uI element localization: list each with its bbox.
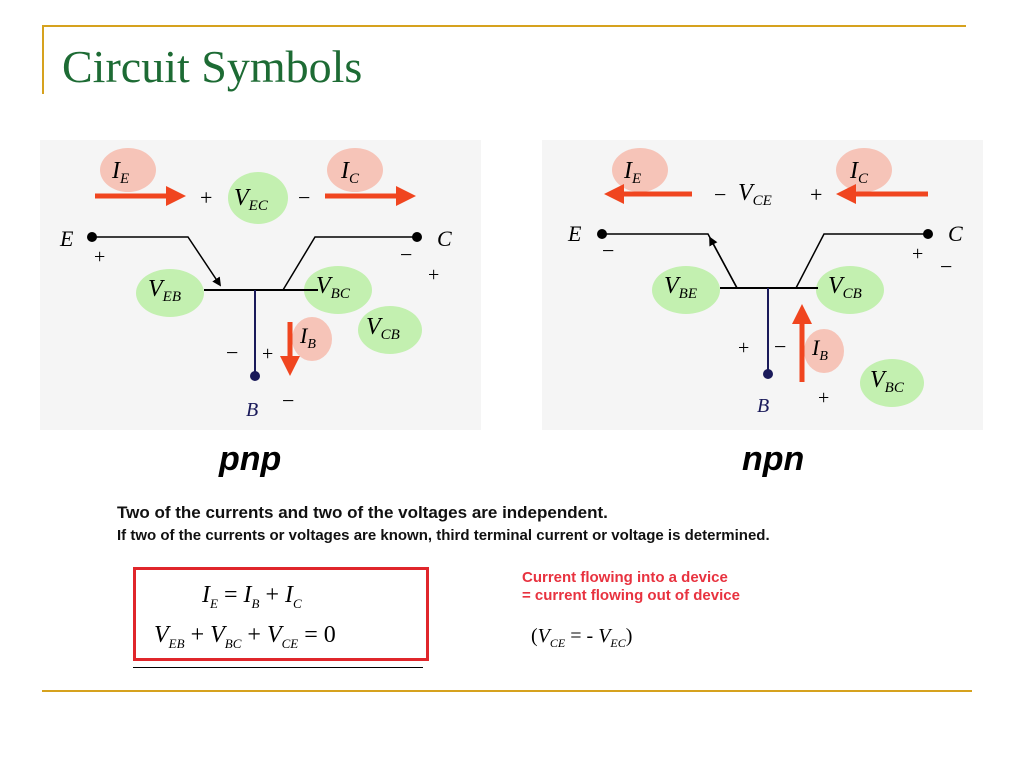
npn-vce-label: VCE <box>738 180 772 209</box>
vcb-bubble <box>816 266 884 314</box>
pnp-c-plus: + <box>428 264 439 286</box>
pnp-vcb-label: VCB <box>366 314 400 343</box>
npn-vce-plus: + <box>810 182 822 207</box>
pnp-e-plus: + <box>94 246 105 268</box>
vec-bubble <box>228 172 288 224</box>
determination-note: If two of the currents or voltages are k… <box>117 527 770 544</box>
pnp-b-left-plus: + <box>262 343 273 365</box>
npn-terminal-c: C <box>948 221 963 246</box>
pnp-vec-label: VEC <box>234 185 269 214</box>
ic-bubble <box>327 148 383 192</box>
kcl-note-line2: = current flowing out of device <box>522 587 740 604</box>
npn-b-bottom-plus: + <box>818 387 829 409</box>
ic-bubble <box>836 148 892 192</box>
pnp-vbc-label: VBC <box>316 273 351 302</box>
npn-ic-label: IC <box>849 158 869 187</box>
ib-bubble <box>804 329 844 373</box>
npn-ie-label: IE <box>623 158 641 187</box>
npn-b-minus: − <box>774 334 786 359</box>
emitter-arrow <box>709 236 738 289</box>
bottom-rule <box>42 690 972 692</box>
vbc-bubble <box>304 266 372 314</box>
vbe-bubble <box>652 266 720 314</box>
pnp-terminal-c: C <box>437 226 452 251</box>
pnp-vec-minus: − <box>298 185 310 210</box>
npn-c-minus: − <box>940 254 952 279</box>
pnp-b-minus: − <box>282 388 294 413</box>
collector-node <box>412 232 422 242</box>
npn-terminal-e: E <box>567 221 582 246</box>
ie-bubble <box>612 148 668 192</box>
top-rule <box>42 25 966 27</box>
ib-bubble <box>292 317 332 361</box>
kcl-note-line1: Current flowing into a device <box>522 569 728 586</box>
npn-diagram: E C B − + − − + + − + IE IC IB VCE VBE V… <box>542 140 983 430</box>
pnp-terminal-b: B <box>246 399 258 421</box>
pnp-diagram: E C B + − + + − − + − IE IC IB VEC VEB V… <box>40 140 481 430</box>
veb-bubble <box>136 269 204 317</box>
collector-lead <box>282 236 417 291</box>
vce-vec-relation: (VCE = - VEC) <box>531 625 633 650</box>
pnp-ic-label: IC <box>340 158 360 187</box>
current-equation: IE = IB + IC <box>202 582 302 611</box>
npn-b-plus: + <box>738 337 749 359</box>
pnp-vec-plus: + <box>200 185 212 210</box>
base-node <box>763 369 773 379</box>
vcb-bubble <box>358 306 422 354</box>
pnp-ib-label: IB <box>299 323 316 352</box>
emitter-lead <box>92 236 221 287</box>
collector-node <box>923 229 933 239</box>
npn-vcb-label: VCB <box>828 273 862 302</box>
base-node <box>250 371 260 381</box>
npn-vbc-label: VBC <box>870 367 905 396</box>
vbc-bubble <box>860 359 924 407</box>
slide-title: Circuit Symbols <box>62 41 363 92</box>
equation-underline <box>133 667 423 668</box>
npn-label: npn <box>742 440 805 478</box>
npn-ib-label: IB <box>811 335 828 364</box>
npn-terminal-b: B <box>757 395 769 417</box>
ie-bubble <box>100 148 156 192</box>
pnp-c-minus: − <box>400 242 412 267</box>
title-accent-bar <box>42 25 44 94</box>
independence-note: Two of the currents and two of the volta… <box>117 503 608 522</box>
voltage-equation: VEB + VBC + VCE = 0 <box>154 622 336 651</box>
npn-vbe-label: VBE <box>664 273 697 302</box>
pnp-label: pnp <box>219 440 282 478</box>
equation-box: IE = IB + IC VEB + VBC + VCE = 0 <box>133 567 429 661</box>
collector-lead <box>795 233 928 289</box>
npn-vce-minus: − <box>714 182 726 207</box>
pnp-ie-label: IE <box>111 158 129 187</box>
pnp-veb-label: VEB <box>148 276 181 305</box>
pnp-b-left-minus: − <box>226 340 238 365</box>
npn-c-plus: + <box>912 243 923 265</box>
npn-e-minus: − <box>602 238 614 263</box>
pnp-terminal-e: E <box>59 226 74 251</box>
